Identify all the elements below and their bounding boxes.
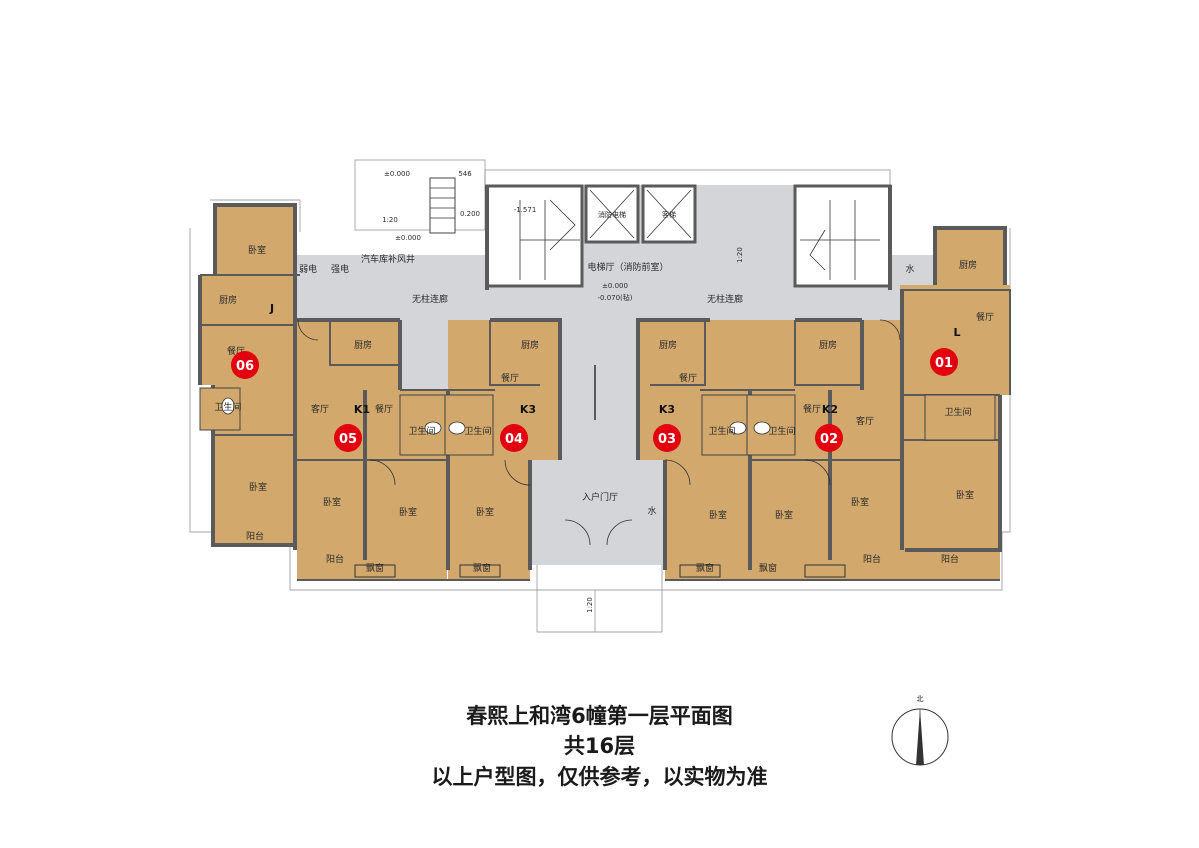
room-dining: 餐厅	[375, 403, 393, 415]
unit-badge-06: 06	[231, 351, 259, 379]
type-k1: K1	[354, 403, 370, 416]
doors	[297, 319, 901, 546]
elevation-a: ±0.000	[395, 234, 421, 242]
elevation-d: ±0.000	[384, 170, 410, 178]
room-dining: 餐厅	[976, 311, 994, 323]
room-balcony: 阳台	[941, 553, 959, 565]
slope-c: 1:20	[586, 597, 594, 613]
north-label: 北	[917, 695, 924, 703]
unit-badge-02: 02	[815, 424, 843, 452]
unit-number: 06	[236, 359, 254, 374]
type-k3: K3	[659, 403, 675, 416]
smoke-shaft: 汽车库补风井	[361, 253, 415, 265]
unit-badge-01: 01	[930, 348, 958, 376]
type-l: L	[953, 326, 960, 339]
slope-a: 1:20	[382, 216, 398, 224]
room-kitchen: 厨房	[521, 339, 539, 351]
elevation-e: 546	[458, 170, 472, 178]
unit-badge-04: 04	[500, 424, 528, 452]
room-bathroom: 卫生间	[708, 425, 735, 437]
elevation-main: ±0.000	[602, 282, 628, 290]
room-bathroom: 卫生间	[944, 406, 971, 418]
weak-current-room: 弱电	[299, 263, 317, 275]
unit-number: 04	[505, 432, 523, 447]
type-k2: K2	[822, 403, 838, 416]
fire-elevator-label: 消防电梯	[598, 210, 626, 219]
room-bathroom: 卫生间	[408, 425, 435, 437]
room-bedroom: 卧室	[956, 489, 974, 501]
floor-count: 共16层	[563, 734, 636, 758]
slope-b: 1:20	[736, 247, 744, 263]
strong-current-room: 强电	[331, 263, 349, 275]
elevation-sub: -0.070(毡)	[597, 293, 632, 302]
room-dining: 餐厅	[803, 403, 821, 415]
room-bedroom: 卧室	[851, 496, 869, 508]
room-bay-window: 飘窗	[696, 562, 714, 574]
room-dining: 餐厅	[679, 372, 697, 384]
unit-number: 01	[935, 356, 953, 371]
stair-core-right	[793, 184, 892, 288]
room-bathroom: 卫生间	[214, 401, 241, 413]
unit-types: K1 K3 K3 K2 L J	[269, 302, 961, 416]
room-kitchen: 厨房	[959, 259, 977, 271]
walls	[198, 185, 1011, 581]
type-j: J	[269, 302, 274, 315]
corridor-left: 无柱连廊	[412, 293, 448, 305]
room-kitchen: 厨房	[219, 294, 237, 306]
entrance-stair	[429, 177, 456, 234]
corridor-right: 无柱连廊	[707, 293, 743, 305]
unit-number: 05	[339, 432, 357, 447]
room-kitchen: 厨房	[354, 339, 372, 351]
room-living: 客厅	[856, 415, 874, 427]
unit-badge-03: 03	[653, 424, 681, 452]
room-bay-window: 飘窗	[473, 562, 491, 574]
elevation-c: -1.571	[514, 206, 537, 214]
bathroom-fixtures	[199, 387, 996, 456]
room-bedroom: 卧室	[709, 509, 727, 521]
disclaimer: 以上户型图，仅供参考，以实物为准	[431, 765, 768, 789]
room-bedroom: 卧室	[399, 506, 417, 518]
room-balcony: 阳台	[326, 553, 344, 565]
elevation-b: 0.200	[460, 210, 480, 218]
north-compass: 北	[891, 695, 949, 766]
room-balcony: 阳台	[863, 553, 881, 565]
room-bathroom: 卫生间	[768, 425, 795, 437]
elevator-hall: 电梯厅（消防前室）	[587, 261, 668, 273]
elevator-shafts: 消防电梯 客梯	[584, 184, 697, 244]
plan-title: 春熙上和湾6幢第一层平面图	[466, 704, 733, 728]
water-room: 水	[647, 505, 656, 517]
water-room: 水	[905, 263, 914, 275]
room-labels: 卧室 厨房 餐厅 卫生间 卧室 阳台 厨房 客厅 餐厅 卧室 卧室 阳台 飘窗 …	[214, 170, 994, 613]
room-kitchen: 厨房	[659, 339, 677, 351]
room-dining: 餐厅	[501, 372, 519, 384]
type-k3: K3	[520, 403, 536, 416]
elevator-label: 客梯	[662, 210, 676, 219]
room-bedroom: 卧室	[775, 509, 793, 521]
bay-windows	[354, 564, 846, 578]
room-bedroom: 卧室	[249, 481, 267, 493]
room-living: 客厅	[311, 403, 329, 415]
room-bedroom: 卧室	[476, 506, 494, 518]
room-bay-window: 飘窗	[366, 562, 384, 574]
room-bedroom: 卧室	[323, 496, 341, 508]
room-kitchen: 厨房	[819, 339, 837, 351]
stair-core-left	[485, 184, 584, 288]
unit-badges: 06 05 04 03 02 01	[231, 348, 958, 452]
room-bathroom: 卫生间	[464, 425, 491, 437]
entrance-hall: 入户门厅	[582, 491, 618, 503]
unit-badge-05: 05	[334, 424, 362, 452]
unit-number: 03	[658, 432, 676, 447]
room-bedroom: 卧室	[248, 244, 266, 256]
room-balcony: 阳台	[246, 530, 264, 542]
unit-number: 02	[820, 432, 838, 447]
room-bay-window: 飘窗	[759, 562, 777, 574]
